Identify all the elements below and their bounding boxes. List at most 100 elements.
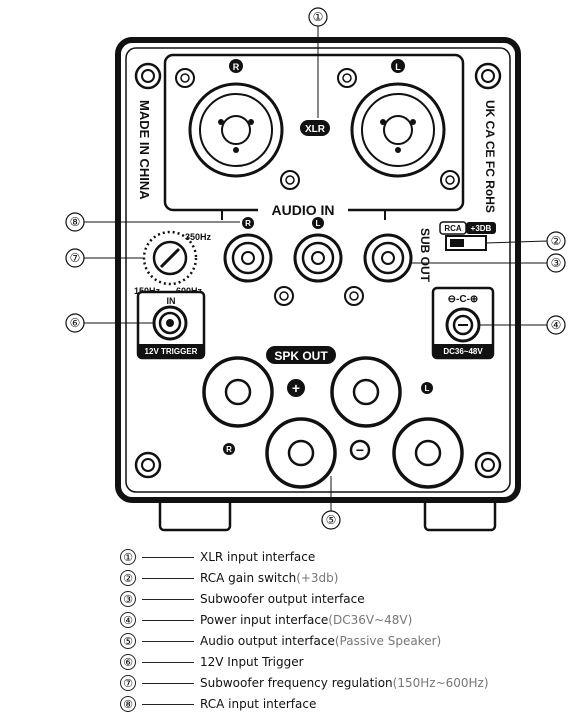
callout-6: ⑥ xyxy=(65,313,154,333)
speaker-post-right-plus[interactable] xyxy=(202,356,274,428)
spk-left-badge xyxy=(421,382,433,394)
legend-leader xyxy=(142,577,194,579)
callout-3: ③ xyxy=(411,253,566,273)
dc-label-bar xyxy=(434,344,492,357)
legend-leader xyxy=(142,661,194,663)
legend-number: ⑧ xyxy=(120,696,136,712)
corner-screw-br xyxy=(474,451,502,479)
trigger-label: 12V TRIGGER xyxy=(145,347,198,356)
trigger-jack[interactable] xyxy=(152,305,188,341)
sub-out-label: SUB OUT xyxy=(418,228,432,283)
legend-item: ⑦ Subwoofer frequency regulation (150Hz~… xyxy=(120,674,489,692)
xlr-right-badge xyxy=(229,59,243,73)
legend-number: ⑥ xyxy=(120,654,136,670)
rca-screw-right xyxy=(344,286,364,306)
legend-leader xyxy=(142,640,194,642)
legend-text: Subwoofer frequency regulation xyxy=(200,676,393,690)
callout-5: ⑤ xyxy=(321,476,341,530)
xlr-right-screw-bottom xyxy=(280,170,300,190)
dc-power-jack[interactable] xyxy=(445,307,481,343)
xlr-badge-text: XLR xyxy=(305,124,326,135)
legend-item: ⑤ Audio output interface (Passive Speake… xyxy=(120,632,441,650)
dc-label: DC36~48V xyxy=(443,347,483,356)
xlr-input-left[interactable] xyxy=(350,82,446,178)
legend-item: ⑧ RCA input interface xyxy=(120,695,316,713)
rca-gain-badge-gain: +3DB xyxy=(471,224,492,233)
minus-marker xyxy=(349,439,371,461)
rca-gain-switch[interactable] xyxy=(445,235,487,251)
legend-leader xyxy=(142,682,194,684)
callout-2: ② xyxy=(485,231,566,251)
rca-input-right[interactable] xyxy=(223,233,273,283)
trigger-label-bar xyxy=(139,344,203,357)
plus-marker-text: + xyxy=(292,380,300,396)
legend-text: RCA input interface xyxy=(200,697,317,711)
rca-gain-badge-right xyxy=(466,222,496,234)
legend-number: ⑦ xyxy=(120,675,136,691)
rca-sub-output[interactable] xyxy=(363,233,413,283)
legend-text: RCA gain switch xyxy=(200,571,297,585)
rca-input-left[interactable] xyxy=(293,233,343,283)
xlr-right-screw-top xyxy=(175,68,195,88)
xlr-input-right[interactable] xyxy=(188,82,284,178)
xlr-left-badge xyxy=(391,59,405,73)
trigger-in-label: IN xyxy=(167,296,176,306)
corner-screw-tl xyxy=(134,62,162,90)
rca-left-badge xyxy=(312,217,324,229)
svg-text:①: ① xyxy=(313,10,324,24)
legend-text: 12V Input Trigger xyxy=(200,655,304,669)
xlr-badge xyxy=(300,120,330,136)
legend-text: XLR input interface xyxy=(200,550,316,564)
legend-item: ③ Subwoofer output interface xyxy=(120,590,365,608)
svg-text:⑥: ⑥ xyxy=(70,316,81,330)
legend-number: ⑤ xyxy=(120,633,136,649)
rca-gain-badge-label: RCA xyxy=(444,224,462,233)
rca-left-badge-text: L xyxy=(316,219,321,228)
freq-350-label: 350Hz xyxy=(185,232,212,242)
legend-text: Power input interface xyxy=(200,613,329,627)
svg-text:③: ③ xyxy=(551,256,562,270)
spk-right-badge xyxy=(223,443,235,455)
callout-4: ④ xyxy=(479,315,566,335)
speaker-post-right-minus[interactable] xyxy=(265,417,337,489)
amplifier-rear-panel-diagram: MADE IN CHINA UK CA CE FC RoHS R L XLR A… xyxy=(65,7,566,532)
legend-note: (+3db) xyxy=(296,571,339,585)
legend-text: Subwoofer output interface xyxy=(200,592,365,606)
callout-1: ① xyxy=(308,7,328,118)
legend-text: Audio output interface xyxy=(200,634,335,648)
rca-right-badge-text: R xyxy=(245,219,251,228)
rca-screw-left xyxy=(274,286,294,306)
svg-text:⑦: ⑦ xyxy=(70,251,81,265)
legend-leader xyxy=(142,556,194,558)
legend-note: (DC36V~48V) xyxy=(328,613,413,627)
made-in-china-text: MADE IN CHINA xyxy=(137,100,152,200)
legend-item: ① XLR input interface xyxy=(120,548,315,566)
callout-7: ⑦ xyxy=(65,248,144,268)
corner-screw-tr xyxy=(474,62,502,90)
legend-leader xyxy=(142,619,194,621)
rca-right-badge xyxy=(242,217,254,229)
legend-number: ② xyxy=(120,570,136,586)
dc-polarity: ⊖-C-⊕ xyxy=(448,294,479,305)
svg-text:④: ④ xyxy=(551,318,562,332)
legend-item: ⑥ 12V Input Trigger xyxy=(120,653,304,671)
audio-in-label: AUDIO IN xyxy=(272,202,335,218)
legend-leader xyxy=(142,703,194,705)
legend-item: ② RCA gain switch (+3db) xyxy=(120,569,338,587)
legend-note: (Passive Speaker) xyxy=(334,634,442,648)
legend-number: ④ xyxy=(120,612,136,628)
xlr-left-badge-text: L xyxy=(395,62,401,72)
speaker-post-left-minus[interactable] xyxy=(392,417,464,489)
corner-screw-bl xyxy=(134,451,162,479)
spk-out-label: SPK OUT xyxy=(274,349,328,363)
svg-text:⑤: ⑤ xyxy=(326,513,337,527)
svg-text:⑧: ⑧ xyxy=(70,215,81,229)
spk-out-badge xyxy=(266,346,336,364)
certification-marks: UK CA CE FC RoHS xyxy=(483,100,497,213)
frequency-knob[interactable] xyxy=(152,240,188,276)
legend-item: ④ Power input interface (DC36V~48V) xyxy=(120,611,412,629)
spk-left-badge-text: L xyxy=(425,384,430,393)
plus-marker xyxy=(287,379,305,397)
legend-leader xyxy=(142,598,194,600)
speaker-post-left-plus[interactable] xyxy=(330,356,402,428)
